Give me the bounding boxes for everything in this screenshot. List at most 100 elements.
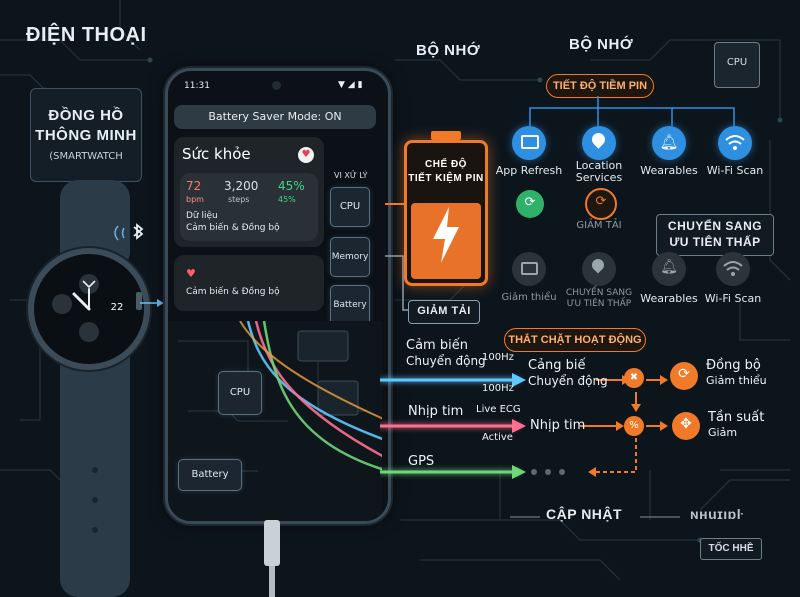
refresh-green-icon: ⟳ bbox=[516, 190, 544, 218]
dim-label-wearables: Wearables bbox=[640, 292, 698, 305]
sync-line2: Giảm thiểu bbox=[706, 374, 767, 387]
sensor-sync-card[interactable]: ♥ Cảm biến & Đồng bộ bbox=[174, 255, 324, 311]
dim-wearables[interactable]: 🔔︎ bbox=[652, 252, 686, 286]
smartphone: 11:31 ▼ ◢ ▮ Battery Saver Mode: ON Sức k… bbox=[165, 68, 391, 524]
status-time: 11:31 bbox=[184, 81, 210, 91]
service-label-wearables: Wearables bbox=[640, 164, 698, 177]
service-tree-lines bbox=[529, 96, 735, 126]
heart-throttle-icon: % bbox=[624, 416, 644, 436]
sync-reduce-icon: ⟳ bbox=[670, 362, 698, 390]
bell-icon: 🔔︎ bbox=[659, 133, 679, 151]
mail-icon bbox=[521, 135, 539, 149]
service-location[interactable] bbox=[582, 126, 616, 160]
smartwatch-title-line2: THÔNG MINH bbox=[35, 127, 137, 144]
processor-label: VI XỬ LÝ bbox=[334, 171, 368, 180]
dim-wifi[interactable] bbox=[716, 252, 750, 286]
memory-chip-label: Memory bbox=[331, 252, 369, 262]
heart-out-label: Nhịp tim bbox=[530, 418, 586, 433]
board-cpu-chip: CPU bbox=[218, 371, 262, 415]
frequency-line2: Giảm bbox=[708, 426, 738, 439]
deprioritized-title1: CHUYỂN SANG bbox=[667, 219, 763, 233]
metric-steps-value: 3,200 bbox=[224, 179, 259, 193]
service-wifi[interactable] bbox=[718, 126, 752, 160]
dim-label-wifi: Wi-Fi Scan bbox=[704, 292, 762, 305]
heart-badge-icon: ♥ bbox=[298, 147, 314, 163]
battery-chip: Battery bbox=[330, 285, 370, 325]
board-cpu-label: CPU bbox=[229, 387, 251, 398]
battery-progress-pill[interactable]: TIẾT ĐỘ TIỀM PIN bbox=[546, 74, 654, 98]
speed-tag[interactable]: TỐC HHỀ bbox=[700, 538, 762, 560]
memory-label-right: BỘ NHỚ bbox=[569, 36, 634, 53]
lightning-icon bbox=[433, 207, 459, 263]
sensor-sync-label: Cảm biến & Đồng bộ bbox=[186, 287, 280, 297]
dim-label-location: CHUYỂN SANG ƯU TIÊN THẤP bbox=[565, 288, 633, 309]
update-right-label: ɴʜuɪıɒŀ bbox=[690, 506, 744, 522]
mail-icon bbox=[521, 262, 538, 275]
battery-saver-banner[interactable]: Battery Saver Mode: ON bbox=[174, 105, 376, 129]
service-wearables[interactable]: 🔔︎ bbox=[652, 126, 686, 160]
board-battery-label: Battery bbox=[191, 469, 229, 480]
heart-icon: ♥ bbox=[186, 267, 196, 280]
watch-crown bbox=[136, 292, 142, 310]
update-connector bbox=[510, 516, 680, 518]
battery-chip-label: Battery bbox=[333, 300, 367, 310]
frequency-line1: Tần suất bbox=[708, 410, 765, 425]
deprioritized-box: CHUYỂN SANG ƯU TIÊN THẤP bbox=[656, 214, 774, 256]
motion-out-line2: Chuyển động bbox=[528, 374, 608, 388]
cpu-chip: CPU bbox=[330, 187, 370, 227]
motion-in-line2: Chuyển động bbox=[406, 354, 486, 368]
reduce-load-box[interactable]: GIẢM TẢI bbox=[408, 300, 480, 324]
motion-out-line1: Cảng biế bbox=[528, 358, 586, 373]
motion-in-line1: Cảm biến bbox=[406, 338, 468, 353]
reduce-load-refresh-icon: ⟳ bbox=[585, 188, 617, 220]
service-label-location: Location Services bbox=[575, 159, 623, 184]
metric-battery-unit: 45% bbox=[278, 195, 296, 204]
update-label: CẬP NHẬT bbox=[546, 506, 623, 522]
dim-location[interactable] bbox=[582, 252, 616, 286]
front-camera bbox=[272, 81, 281, 90]
smartwatch-strap bbox=[60, 180, 130, 597]
metrics-row: 72 bpm 3,200 steps 45% 45% Dữ liệu Cảm b… bbox=[180, 173, 318, 241]
data-line1: Dữ liệu bbox=[186, 211, 218, 221]
memory-chip: Memory bbox=[330, 237, 370, 277]
dim-label-mail: Giảm thiểu bbox=[501, 292, 557, 303]
cable-wire bbox=[269, 566, 275, 597]
battery-cap bbox=[431, 131, 461, 140]
service-label-app-refresh: App Refresh bbox=[495, 164, 563, 177]
watch-link-arrow bbox=[140, 299, 164, 307]
watch-face-value: 22 bbox=[110, 302, 124, 313]
health-title: Sức khỏe bbox=[182, 145, 251, 163]
banner-text: Battery Saver Mode: ON bbox=[208, 110, 342, 123]
watch-dial-graphic bbox=[52, 274, 99, 342]
rate-bottom: 100Hz bbox=[482, 383, 514, 394]
wifi-icon bbox=[723, 261, 743, 276]
phone-board-graphic bbox=[168, 321, 382, 521]
service-label-wifi: Wi-Fi Scan bbox=[706, 164, 764, 177]
cpu-chip-top: CPU bbox=[714, 42, 760, 88]
rate-top: 100Hz bbox=[482, 352, 514, 363]
smartwatch-face: 22 bbox=[28, 248, 150, 370]
location-pin-icon bbox=[589, 256, 607, 274]
metric-steps-unit: steps bbox=[228, 195, 250, 204]
deprioritized-title2: ƯU TIÊN THẤP bbox=[669, 235, 761, 249]
bluetooth-icon bbox=[114, 223, 144, 241]
wifi-icon bbox=[725, 135, 745, 150]
motion-throttle-icon: ✖ bbox=[624, 368, 644, 388]
tighten-activity-pill[interactable]: THẮT CHẶT HOẠT ĐỘNG bbox=[504, 328, 646, 352]
reduce-load-small-label: GIẢM TẢI bbox=[576, 220, 622, 231]
speed-tag-label: TỐC HHỀ bbox=[708, 543, 754, 554]
phone-title: ĐIỆN THOẠI bbox=[26, 24, 147, 46]
health-widget[interactable]: Sức khỏe ♥ 72 bpm 3,200 steps 45% 45% Dữ… bbox=[174, 137, 324, 247]
metric-battery-value: 45% bbox=[278, 179, 305, 193]
smartwatch-title-box: ĐỒNG HỒ THÔNG MINH (SMARTWATCH bbox=[30, 88, 142, 182]
charging-cable bbox=[264, 520, 280, 566]
dim-mail[interactable] bbox=[512, 252, 546, 286]
smartwatch-subtitle: (SMARTWATCH bbox=[49, 151, 123, 162]
service-app-refresh[interactable] bbox=[512, 126, 546, 160]
status-icons: ▼ ◢ ▮ bbox=[338, 80, 363, 90]
data-line2: Cảm biến & Đồng bộ bbox=[186, 223, 280, 233]
memory-label-left: BỘ NHỚ bbox=[416, 42, 481, 59]
battery-saver-line2: TIẾT KIỆM PIN bbox=[408, 173, 484, 184]
reduce-load-label: GIẢM TẢI bbox=[417, 305, 471, 317]
smartwatch-title-line1: ĐỒNG HỒ bbox=[48, 107, 124, 124]
